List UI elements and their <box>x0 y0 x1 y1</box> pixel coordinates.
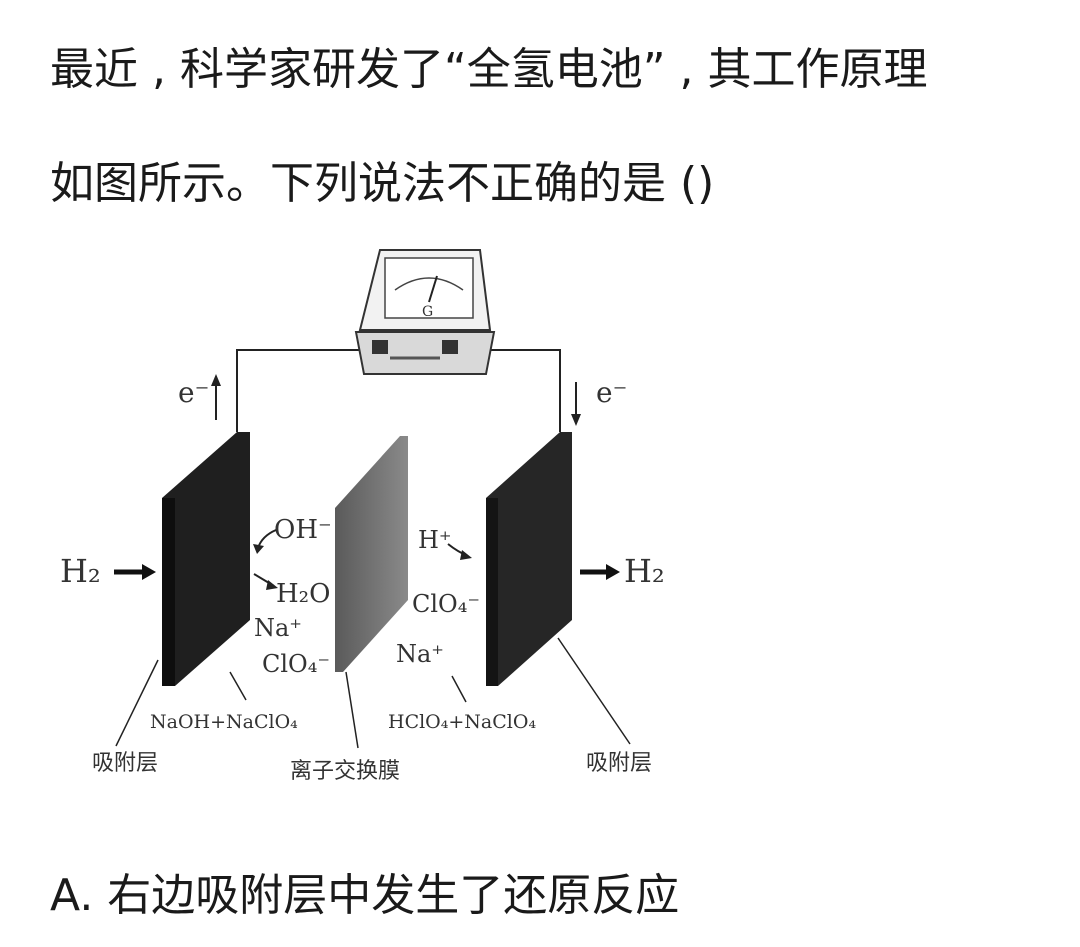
electrolyte-right-label: HClO₄+NaClO₄ <box>388 711 536 733</box>
membrane-leader <box>345 671 359 749</box>
adsorb-left-leader <box>115 659 159 747</box>
option-a[interactable]: A. 右边吸附层中发生了还原反应 <box>50 870 680 921</box>
galvanometer-symbol: G <box>422 304 433 320</box>
na-ion-left-label: Na⁺ <box>254 614 302 642</box>
galvanometer: G <box>354 249 496 375</box>
adsorb-right-label: 吸附层 <box>586 751 652 776</box>
question-line-1: 最近 , 科学家研发了“全氢电池” , 其工作原理 <box>50 44 928 95</box>
h2-input-label: H₂ <box>60 552 101 590</box>
electrolyte-right-leader <box>451 675 467 703</box>
electron-label-left: e⁻ <box>178 376 209 409</box>
question-line-2: 如图所示。下列说法不正确的是 () <box>50 158 715 209</box>
battery-diagram: G e⁻ e⁻ H₂ H₂ OH⁻ H₂O Na⁺ ClO₄⁻ H⁺ ClO₄⁻… <box>60 249 665 784</box>
oh-ion-label: OH⁻ <box>274 515 332 545</box>
circuit-wire <box>236 349 561 432</box>
electron-label-right: e⁻ <box>596 376 627 409</box>
right-electrode <box>486 432 572 686</box>
membrane-label: 离子交换膜 <box>290 759 400 784</box>
adsorb-left-label: 吸附层 <box>92 751 158 776</box>
clo4-left-label: ClO₄⁻ <box>262 650 330 678</box>
left-electrode <box>162 432 250 686</box>
h-ion-label: H⁺ <box>418 526 452 554</box>
na-ion-right-label: Na⁺ <box>396 640 444 668</box>
electrolyte-left-leader <box>229 671 247 701</box>
electrolyte-left-label: NaOH+NaClO₄ <box>150 711 298 733</box>
h2o-label: H₂O <box>276 579 330 609</box>
h2-output-label: H₂ <box>624 552 665 590</box>
ion-exchange-membrane <box>335 436 408 672</box>
adsorb-right-leader <box>557 637 631 745</box>
clo4-right-label: ClO₄⁻ <box>412 590 480 618</box>
